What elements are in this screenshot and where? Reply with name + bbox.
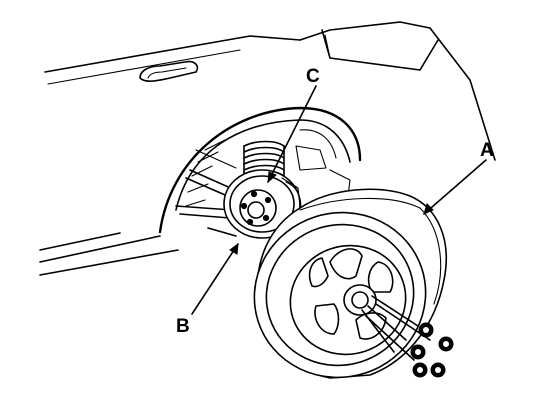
lug-nut — [418, 322, 434, 338]
coil-spring — [243, 140, 285, 181]
lug-nut — [438, 336, 454, 352]
leader-c — [267, 85, 317, 184]
lug-nut — [412, 362, 428, 378]
lug-nut — [410, 344, 426, 360]
car-body — [39, 21, 496, 276]
leader-a — [423, 159, 487, 215]
door-handle — [139, 60, 199, 82]
brake-drum — [223, 169, 302, 239]
lug-nut — [430, 362, 446, 378]
lug-nuts — [361, 295, 454, 378]
suspension-arm — [175, 149, 237, 237]
callout-a: A — [480, 140, 494, 161]
callout-b: B — [176, 316, 190, 337]
leader-b — [191, 242, 239, 315]
wheel-studs — [240, 190, 272, 226]
callout-c: C — [306, 66, 320, 87]
tire — [253, 188, 448, 379]
